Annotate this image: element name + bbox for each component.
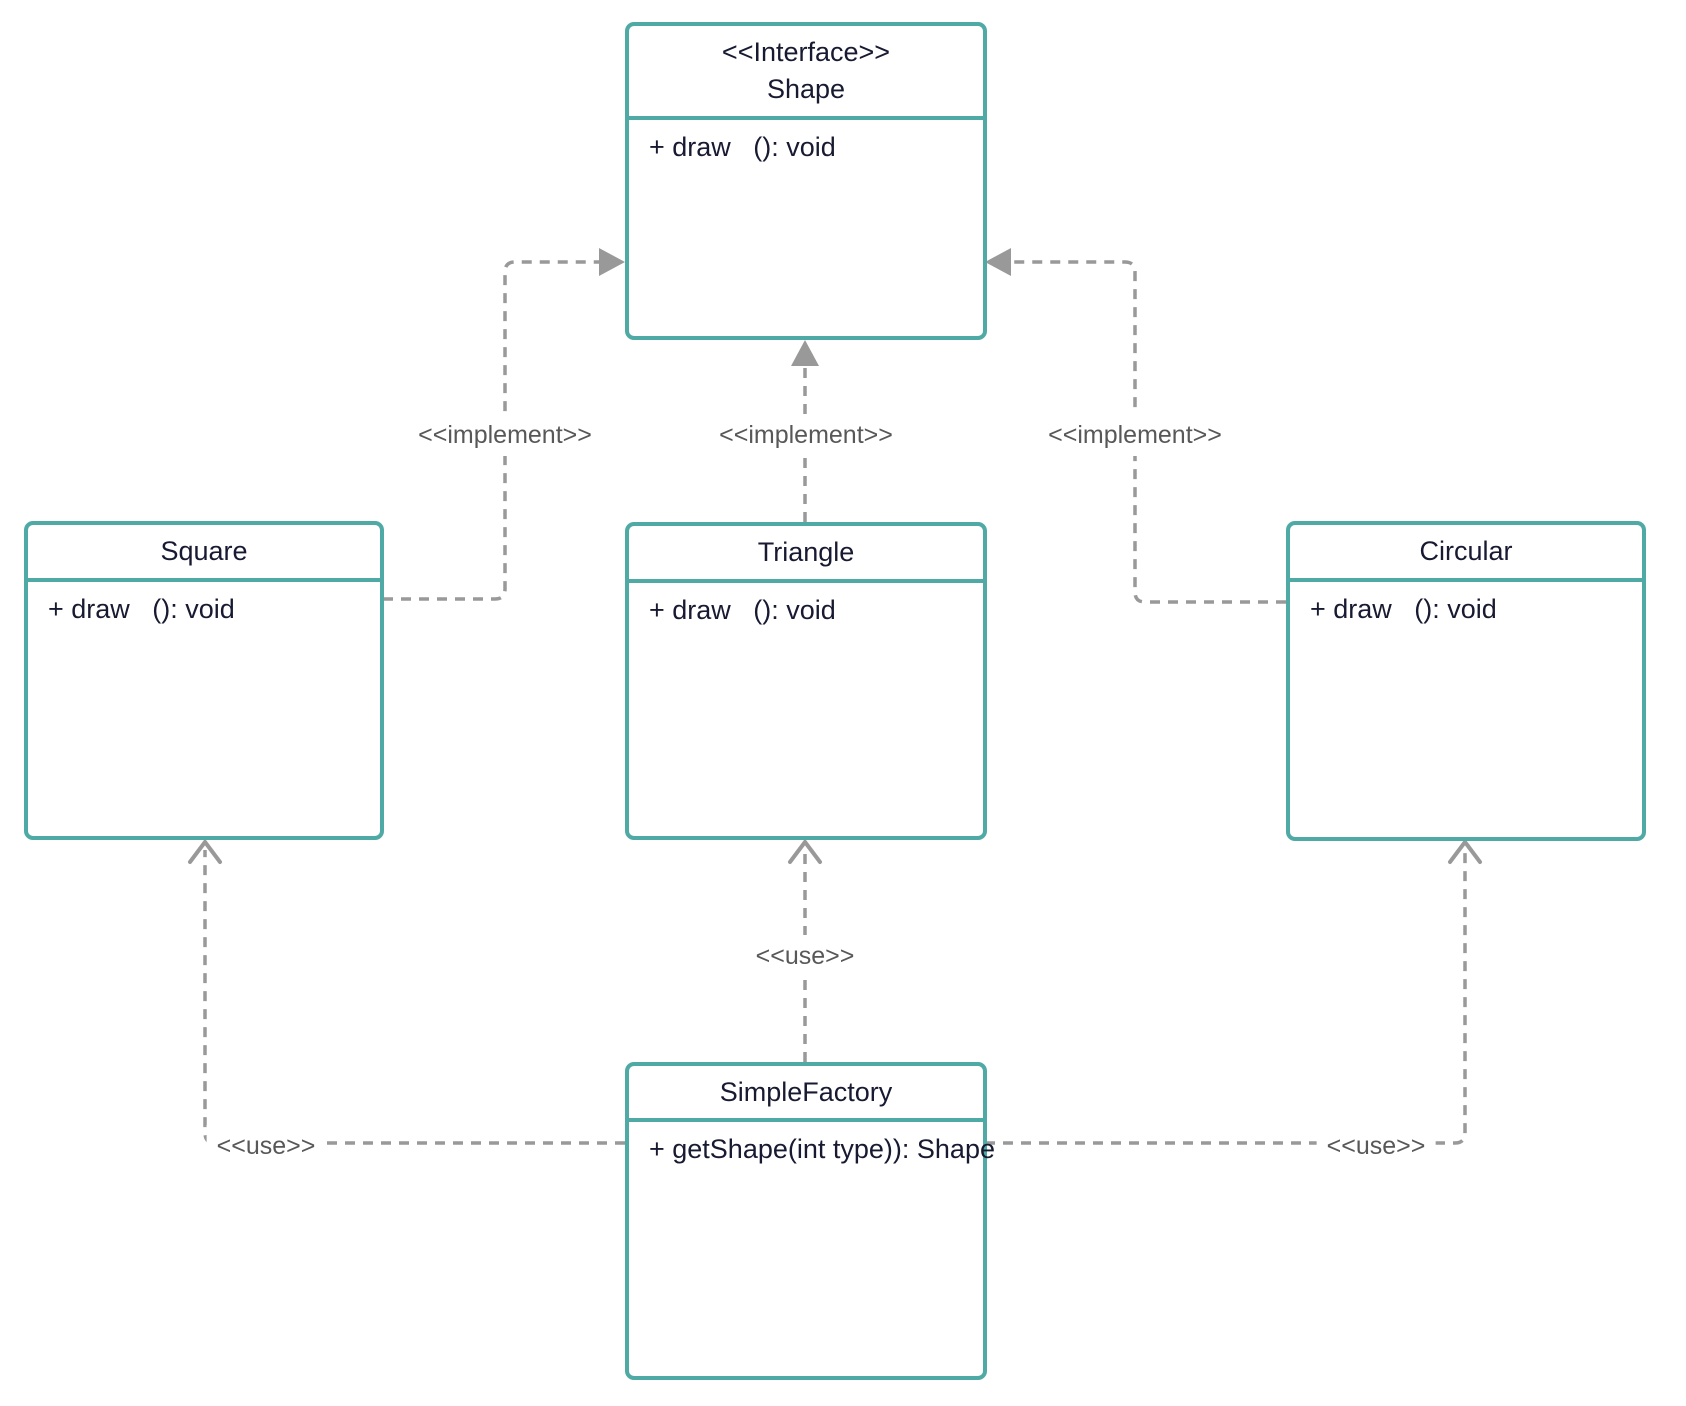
edge-label-use-right: <<use>> (1316, 1125, 1436, 1167)
class-title: Triangle (757, 537, 855, 567)
class-member: + draw (): void (1310, 594, 1497, 624)
class-stereotype: <<Interface>> (721, 37, 891, 67)
class-title: Circular (1419, 536, 1513, 566)
class-title: SimpleFactory (719, 1076, 893, 1107)
class-header-triangle: Triangle (629, 526, 983, 583)
class-title: Shape (766, 74, 846, 104)
use-arrowhead-left (188, 838, 222, 864)
class-member: + draw (): void (649, 595, 836, 625)
class-box-circular: Circular + draw (): void (1286, 521, 1646, 841)
implement-arrowhead-left (599, 248, 625, 276)
use-edge-factory-circular (985, 850, 1467, 1145)
class-title: Square (160, 536, 248, 566)
implement-arrowhead-right (985, 248, 1011, 276)
use-arrowhead-right (1448, 838, 1482, 864)
edge-label-use-middle: <<use>> (745, 935, 865, 977)
edge-label-implement-left: <<implement>> (408, 414, 602, 456)
class-header-shape: <<Interface>> Shape (629, 26, 983, 120)
implement-edge-circular-shape (1009, 260, 1286, 604)
implement-arrowhead-middle (791, 340, 819, 366)
edge-label-implement-middle: <<implement>> (709, 414, 903, 456)
class-header-circular: Circular (1290, 525, 1642, 582)
class-box-triangle: Triangle + draw (): void (625, 522, 987, 840)
class-member: + draw (): void (649, 132, 836, 162)
edge-label-use-left: <<use>> (206, 1125, 326, 1167)
use-arrowhead-middle (788, 838, 822, 864)
class-header-square: Square (28, 525, 380, 582)
use-edge-factory-square (203, 850, 625, 1145)
edge-label-implement-right: <<implement>> (1038, 414, 1232, 456)
class-member: + draw (): void (48, 594, 235, 624)
class-box-square: Square + draw (): void (24, 521, 384, 840)
implement-edge-square-shape (383, 260, 601, 601)
class-box-shape: <<Interface>> Shape + draw (): void (625, 22, 987, 340)
class-box-simplefactory: SimpleFactory + getShape(int type)): Sha… (625, 1062, 995, 1380)
class-member: + getShape(int type)): Shape (649, 1134, 995, 1164)
class-header-simplefactory: SimpleFactory (629, 1066, 983, 1122)
